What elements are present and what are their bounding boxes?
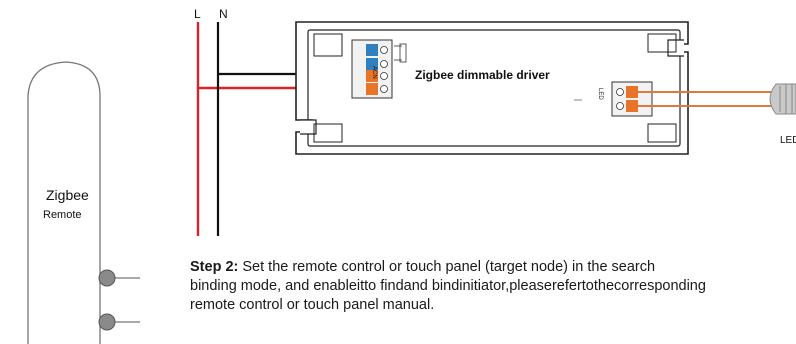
instruction-text: Step 2: Set the remote control or touch … <box>190 258 796 315</box>
input-terminal-block <box>351 39 407 99</box>
driver-body <box>295 21 689 155</box>
live-label: L <box>194 7 201 21</box>
remote-outline <box>27 61 101 344</box>
remote-terminal-dot <box>98 313 116 331</box>
remote-terminal-dot <box>98 269 116 287</box>
lamp-label: LED <box>780 135 796 146</box>
remote-subtitle: Remote <box>43 209 82 221</box>
input-terminal-mark: ACN <box>371 66 377 79</box>
neutral-label: N <box>219 7 228 21</box>
led-lamp <box>769 83 796 115</box>
instruction-line-1: Step 2: Set the remote control or touch … <box>190 258 796 277</box>
instruction-line-3: remote control or touch panel manual. <box>190 297 435 313</box>
instruction-line-2: binding mode, and enableitto findand bin… <box>190 278 706 294</box>
driver-title: Zigbee dimmable driver <box>415 68 550 82</box>
step-label: Step 2: <box>190 259 239 275</box>
output-terminal-mark: LED <box>597 88 603 100</box>
remote-title: Zigbee <box>46 187 89 203</box>
instruction-line-1-text: Set the remote control or touch panel (t… <box>238 259 656 275</box>
output-terminal-block <box>574 81 653 117</box>
